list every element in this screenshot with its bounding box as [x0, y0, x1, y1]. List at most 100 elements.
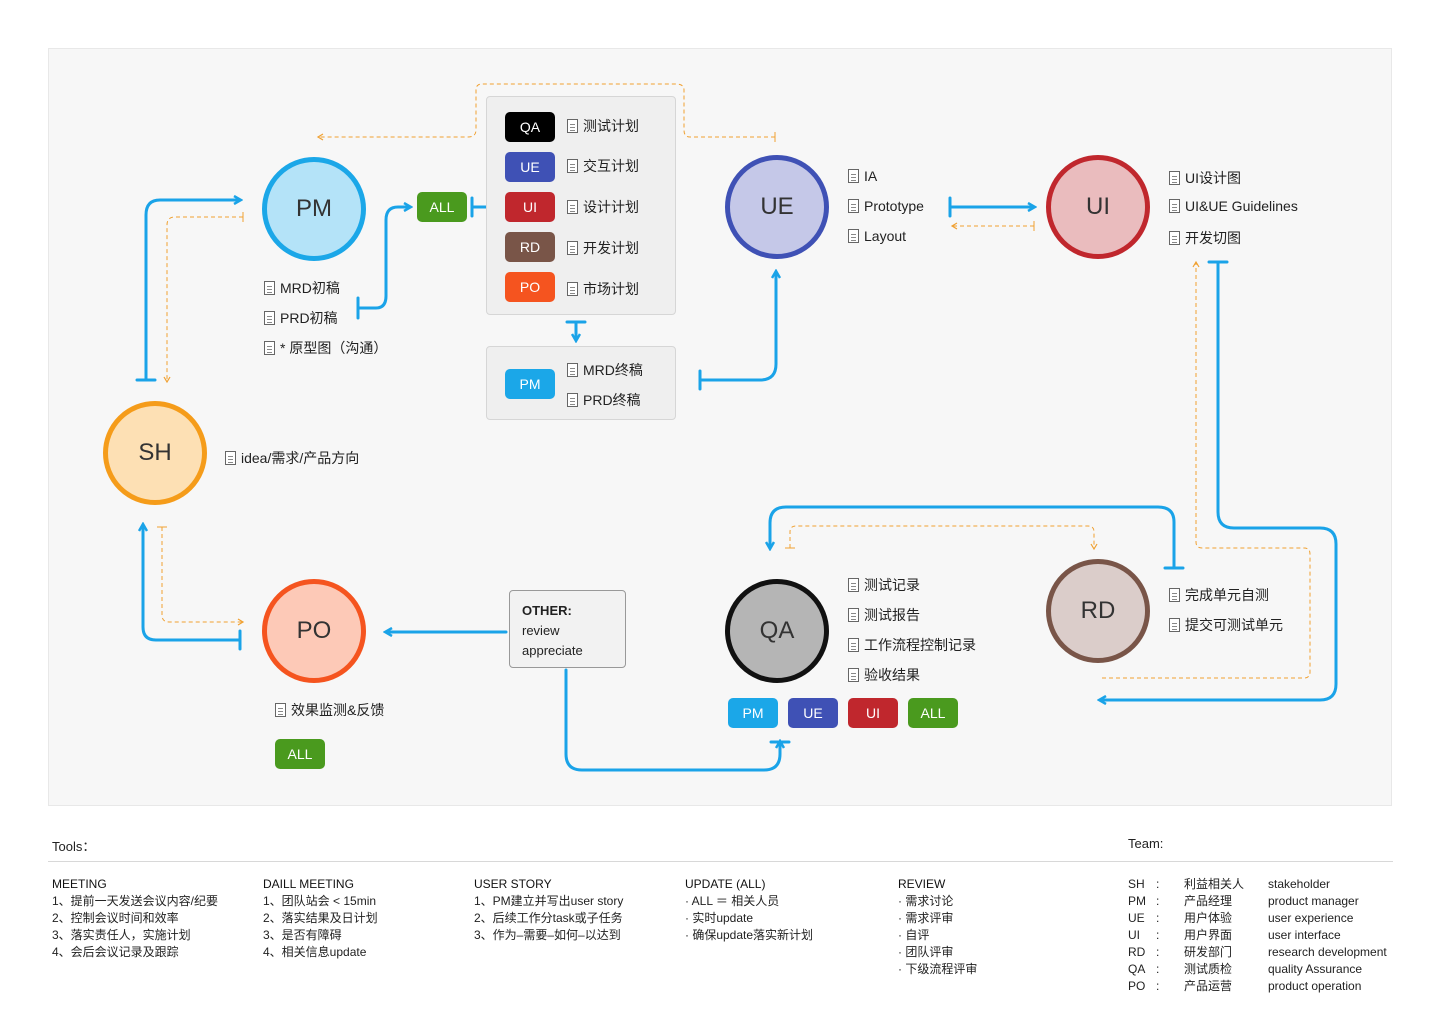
doc-sh-idea: idea/需求/产品方向: [225, 448, 359, 468]
tool-item: 1、团队站会 < 15min: [263, 894, 377, 908]
doc-label: * 原型图（沟通）: [280, 340, 388, 356]
document-icon: [567, 241, 578, 255]
doc-ue-layout: Layout: [848, 228, 906, 244]
doc-label: 交互计划: [583, 158, 639, 174]
doc-ui-slices: 开发切图: [1169, 228, 1241, 248]
document-icon: [1169, 199, 1180, 213]
tool-column-meeting: MEETING 1、提前一天发送会议内容/纪要 2、控制会议时间和效率 3、落实…: [52, 876, 218, 961]
doc-ui-guidelines: UI&UE Guidelines: [1169, 198, 1298, 214]
team-en: product operation: [1268, 979, 1362, 993]
node-ui[interactable]: UI: [1046, 155, 1150, 259]
doc-pm-prd: PRD初稿: [264, 308, 338, 328]
doc-rd-unit-test: 完成单元自测: [1169, 585, 1269, 605]
tag-qa-all[interactable]: ALL: [908, 698, 958, 728]
node-sh[interactable]: SH: [103, 401, 207, 505]
team-en: user interface: [1268, 928, 1341, 942]
team-en: product manager: [1268, 894, 1359, 908]
document-icon: [848, 638, 859, 652]
document-icon: [264, 311, 275, 325]
other-box[interactable]: OTHER: review appreciate: [509, 590, 626, 668]
node-rd[interactable]: RD: [1046, 559, 1150, 663]
tag-po-all[interactable]: ALL: [275, 739, 325, 769]
diagram-canvas: [48, 48, 1392, 806]
tag-plan-ue[interactable]: UE: [505, 152, 555, 182]
team-colon-column: : : : : : : :: [1156, 876, 1159, 995]
doc-qa-records: 测试记录: [848, 575, 920, 595]
team-cn: 产品运营: [1184, 979, 1233, 993]
other-review: review: [522, 623, 560, 638]
node-qa[interactable]: QA: [725, 579, 829, 683]
tag-plan-rd[interactable]: RD: [505, 232, 555, 262]
doc-label: MRD初稿: [280, 280, 340, 296]
node-pm[interactable]: PM: [262, 157, 366, 261]
team-colon: :: [1156, 877, 1160, 891]
team-en: user experience: [1268, 911, 1354, 925]
team-abbr: SH: [1128, 877, 1145, 891]
doc-ue-ia: IA: [848, 168, 877, 184]
document-icon: [567, 363, 578, 377]
team-cn: 研发部门: [1184, 945, 1233, 959]
tag-qa-ue[interactable]: UE: [788, 698, 838, 728]
other-appreciate: appreciate: [522, 643, 583, 658]
doc-label: 开发计划: [583, 240, 639, 256]
document-icon: [848, 169, 859, 183]
document-icon: [225, 451, 236, 465]
tool-heading: MEETING: [52, 877, 107, 891]
tool-item: 1、PM建立并写出user story: [474, 894, 624, 908]
team-cn: 产品经理: [1184, 894, 1233, 908]
doc-rd-submit: 提交可测试单元: [1169, 615, 1283, 635]
tag-plan-ui[interactable]: UI: [505, 192, 555, 222]
tool-item: · 实时update: [685, 911, 754, 925]
node-ue[interactable]: UE: [725, 155, 829, 259]
tool-item: 4、会后会议记录及跟踪: [52, 945, 179, 959]
tool-item: 3、作为–需要–如何–以达到: [474, 928, 621, 942]
tool-item: 2、后续工作分task或子任务: [474, 911, 623, 925]
team-en-column: stakeholder product manager user experie…: [1268, 876, 1387, 995]
tag-final-pm[interactable]: PM: [505, 369, 555, 399]
doc-label: 效果监测&反馈: [291, 702, 385, 718]
document-icon: [264, 281, 275, 295]
doc-label: 测试报告: [864, 607, 920, 623]
team-en: stakeholder: [1268, 877, 1331, 891]
doc-label: 完成单元自测: [1185, 587, 1269, 603]
doc-plan-design: 设计计划: [567, 197, 639, 217]
doc-label: Prototype: [864, 198, 924, 214]
doc-plan-dev: 开发计划: [567, 238, 639, 258]
doc-label: IA: [864, 168, 878, 184]
tool-heading: REVIEW: [898, 877, 946, 891]
document-icon: [848, 668, 859, 682]
node-po[interactable]: PO: [262, 579, 366, 683]
doc-final-mrd: MRD终稿: [567, 360, 643, 380]
doc-label: UI设计图: [1185, 170, 1241, 186]
doc-label: 验收结果: [864, 667, 920, 683]
doc-qa-acceptance: 验收结果: [848, 665, 920, 685]
document-icon: [1169, 588, 1180, 602]
tool-item: · 需求评审: [898, 911, 954, 925]
team-abbr: RD: [1128, 945, 1146, 959]
document-icon: [848, 199, 859, 213]
tag-qa-pm[interactable]: PM: [728, 698, 778, 728]
doc-label: PRD初稿: [280, 310, 338, 326]
doc-label: UI&UE Guidelines: [1185, 198, 1298, 214]
team-cn: 测试质检: [1184, 962, 1233, 976]
tool-column-update: UPDATE (ALL) · ALL ＝ 相关人员 · 实时update · 确…: [685, 876, 813, 944]
doc-label: Layout: [864, 228, 907, 244]
tool-item: · 下级流程评审: [898, 962, 978, 976]
team-title: Team:: [1128, 836, 1164, 851]
tag-plan-qa[interactable]: QA: [505, 112, 555, 142]
doc-label: 工作流程控制记录: [864, 637, 976, 653]
tag-plan-po[interactable]: PO: [505, 272, 555, 302]
tag-qa-ui[interactable]: UI: [848, 698, 898, 728]
document-icon: [567, 393, 578, 407]
tool-item: · 确保update落实新计划: [685, 928, 814, 942]
tool-item: 2、控制会议时间和效率: [52, 911, 179, 925]
doc-label: 市场计划: [583, 281, 639, 297]
tag-all-left[interactable]: ALL: [417, 192, 467, 222]
team-colon: :: [1156, 928, 1160, 942]
doc-qa-report: 测试报告: [848, 605, 920, 625]
doc-po-feedback: 效果监测&反馈: [275, 700, 384, 720]
team-abbr: QA: [1128, 962, 1146, 976]
tool-item: 4、相关信息update: [263, 945, 367, 959]
footer-divider: [48, 861, 1393, 862]
doc-label: PRD终稿: [583, 392, 641, 408]
